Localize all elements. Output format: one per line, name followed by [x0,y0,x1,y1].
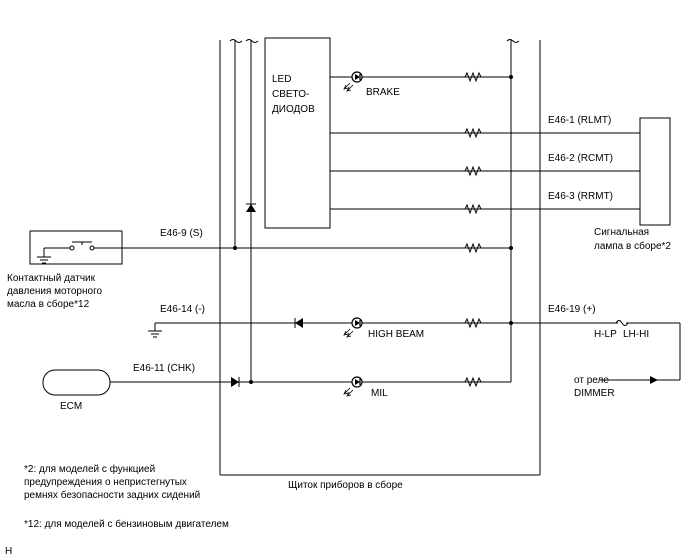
plus-label: E46-19 (+) [548,304,596,315]
brake-label: BRAKE [366,87,400,98]
fuse-left-label: H-LP [594,329,617,340]
ecm-label: ECM [60,401,82,412]
chk-label: E46-11 (CHK) [133,363,195,374]
note-2-line-3: ремнях безопасности задних сидений [24,489,200,501]
high-beam-label: HIGH BEAM [368,329,424,340]
led-block-label-3: ДИОДОВ [272,104,315,115]
oil-switch-label-1: Контактный датчик [7,273,96,284]
cluster-title: Щиток приборов в сборе [288,479,403,491]
corner-mark: H [5,546,12,557]
fuse-icon [615,320,629,326]
note-2-line-1: *2: для моделей с функцией [24,463,155,475]
relay-label-2: DIMMER [574,388,615,399]
mil-lamp-icon [343,376,363,397]
diode-vertical [246,203,256,212]
signal-lamp-label-2: лампа в сборе*2 [594,240,671,252]
oil-switch-label-3: масла в сборе*12 [7,298,90,310]
rrmt-label: E46-3 (RRMT) [548,191,613,202]
brake-lamp-icon [343,71,363,92]
led-block-label-2: СВЕТО- [272,89,309,100]
cluster-frame [219,39,541,476]
ecm-box [42,369,111,396]
mil-label: MIL [371,388,388,399]
led-block-label-1: LED [272,74,291,85]
relay-arrow [650,376,658,384]
s-label: E46-9 (S) [160,228,203,239]
signal-lamp-label-1: Сигнальная [594,227,649,238]
note-12: *12: для моделей с бензиновым двигателем [24,518,229,530]
ground-icon [148,330,162,338]
oil-switch-label-2: давления моторного [7,286,102,297]
oil-pressure-switch [29,230,123,265]
chk-diode [231,377,240,387]
signal-lamp-box [639,117,671,226]
high-beam-lamp-icon [343,317,363,338]
rlmt-label: E46-1 (RLMT) [548,115,611,126]
rcmt-label: E46-2 (RCMT) [548,153,613,164]
note-2-line-2: предупреждения о непристегнутых [24,477,187,488]
high-beam-diode [294,318,303,328]
relay-label-1: от реле [574,375,609,386]
minus-label: E46-14 (-) [160,304,205,315]
junction-dots [233,75,513,384]
led-block [264,37,331,229]
fuse-right-label: LH-HI [623,329,649,340]
